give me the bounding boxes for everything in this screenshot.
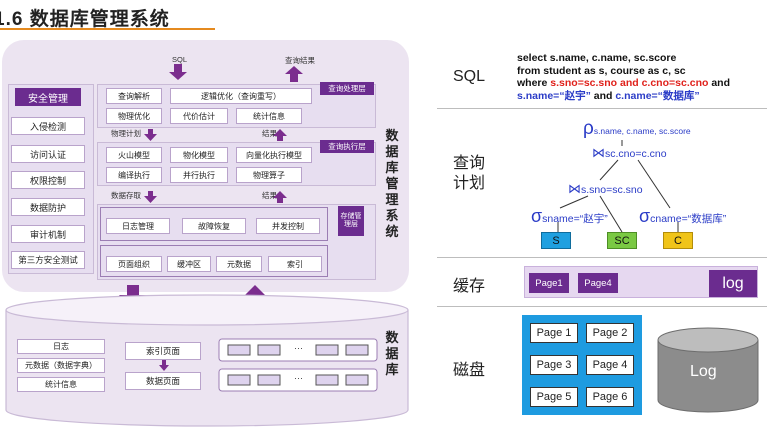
cache-page-1: Page1 [529,273,569,293]
index: 索引 [268,256,322,272]
sql-statement: select s.name, c.name, sc.score from stu… [517,52,731,102]
vectorized-model: 向量化执行模型 [236,147,312,163]
cost-estimate: 代价估计 [170,108,228,124]
access-arrows [144,191,287,203]
plan-arrows [144,129,287,141]
query-result-label: 查询结果 [285,56,315,65]
plan-select-course: σcname=“数据库” [639,206,727,226]
result-label-3: 结果 [262,191,277,200]
disk-page-2: Page 2 [586,323,634,343]
page-title: 1.6 数据库管理系统 [0,9,170,30]
query-layer-tag: 查询处理层 [320,82,374,95]
data-access-label: 数据存取 [111,191,141,200]
storage-row2-frame [100,245,328,277]
physical-plan-label: 物理计划 [111,129,141,138]
result-label-2: 结果 [262,129,277,138]
physical-operator: 物理算子 [236,167,302,183]
plan-select-student: σsname=“赵宇” [531,206,608,226]
materialized-model: 物化模型 [170,147,228,163]
metadata: 元数据 [216,256,262,272]
plan-leaf-sc: SC [607,232,637,249]
buffer: 缓冲区 [167,256,211,272]
data-page-strip [218,368,378,392]
physical-optimize: 物理优化 [106,108,162,124]
logical-optimize: 逻辑优化（查询重写） [170,88,312,104]
security-header: 安全管理 [15,88,81,106]
db-item-log: 日志 [17,339,105,354]
disk-page-3: Page 3 [530,355,578,375]
plan-leaf-c: C [663,232,693,249]
fault-recovery: 故障恢复 [182,218,246,234]
db-item-statistics: 统计信息 [17,377,105,392]
parallel-exec: 并行执行 [170,167,228,183]
security-item-protection: 数据防护 [11,198,85,216]
volcano-model: 火山模型 [106,147,162,163]
plan-tree-edges [557,140,679,233]
cache-page-4: Page4 [578,273,618,293]
plan-join-upper: ⋈sc.cno=c.cno [592,145,667,160]
data-strip-ellipsis: ··· [294,373,303,383]
cache-log: log [709,270,757,297]
index-page-box: 索引页面 [125,342,201,360]
cache-label: 缓存 [453,278,486,295]
exec-layer-tag: 查询执行层 [320,140,374,153]
security-item-auth: 访问认证 [11,145,85,163]
right-divider-3 [437,306,767,307]
disk-log-label: Log [690,363,717,380]
data-page-box: 数据页面 [125,372,201,390]
security-item-intrusion: 入侵检测 [11,117,85,135]
index-strip-ellipsis: ··· [294,343,303,353]
title-underline [0,28,215,30]
page-organization: 页面组织 [106,256,162,272]
security-item-permission: 权限控制 [11,171,85,189]
right-divider-1 [437,108,767,109]
index-to-data-arrow [159,360,169,371]
disk-log-cylinder [657,327,759,413]
plan-projection: ρs.name, c.name, sc.score [583,118,691,139]
security-item-third-party: 第三方安全测试 [11,251,85,269]
plan-leaf-s: S [541,232,571,249]
sql-input-label: SQL [172,55,188,64]
log-management: 日志管理 [106,218,170,234]
storage-layer-tag: 存储管理层 [338,206,364,236]
compile-exec: 编译执行 [106,167,162,183]
right-sql-label: SQL [453,68,486,85]
storage-row1-frame [100,207,328,241]
security-item-audit: 审计机制 [11,225,85,243]
disk-page-5: Page 5 [530,387,578,407]
concurrency-control: 并发控制 [256,218,320,234]
right-divider-2 [437,257,767,258]
top-arrows [169,64,303,82]
index-page-strip [218,338,378,362]
query-plan-label: 查询计划 [453,155,486,192]
plan-join-lower: ⋈s.sno=sc.sno [568,181,643,196]
disk-label: 磁盘 [453,362,486,379]
disk-page-6: Page 6 [586,387,634,407]
disk-page-4: Page 4 [586,355,634,375]
statistics: 统计信息 [236,108,302,124]
db-item-metadata: 元数据（数据字典） [17,358,105,373]
disk-page-1: Page 1 [530,323,578,343]
query-parse: 查询解析 [106,88,162,104]
